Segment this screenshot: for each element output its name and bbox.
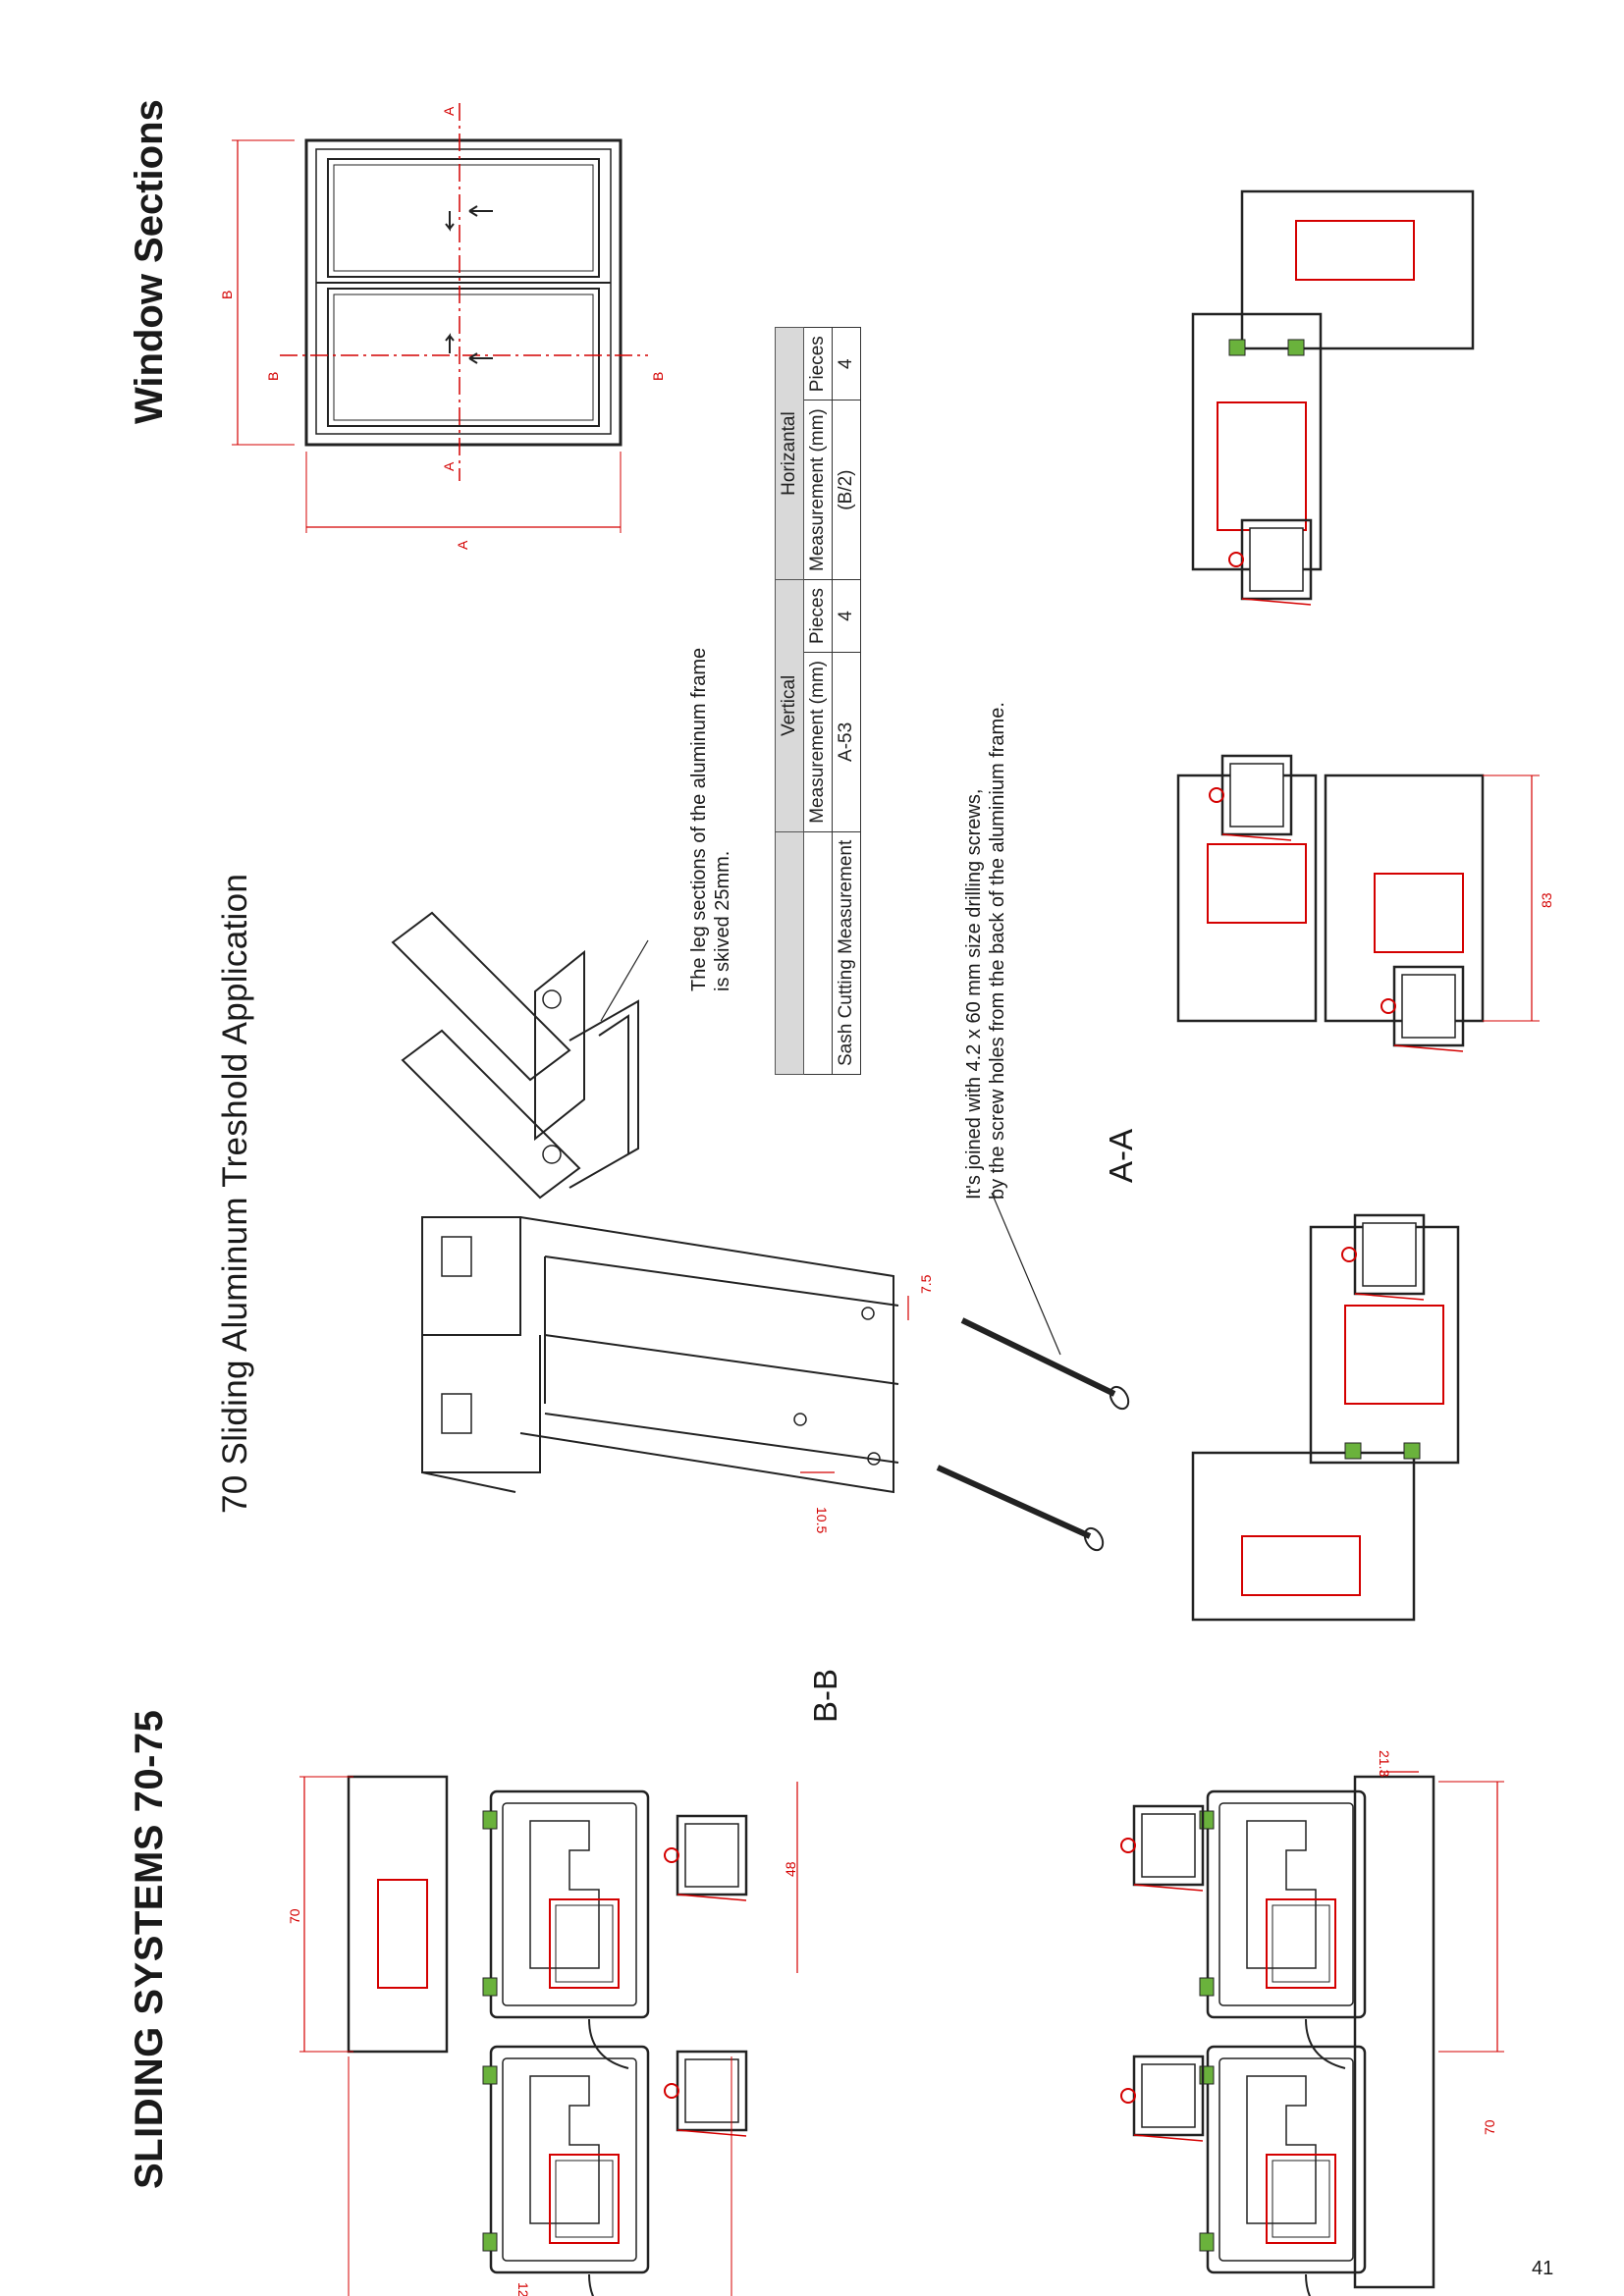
skived-leg-drawing <box>391 911 649 1200</box>
section-bb-left: 126 70 48 <box>287 1775 798 2296</box>
dim-7-5: 7.5 <box>918 1274 934 1294</box>
dim-10-5: 10.5 <box>814 1507 830 1533</box>
cut-a-top: A <box>441 106 457 116</box>
dim-48: 48 <box>783 1861 798 1877</box>
dim-83: 83 <box>1539 892 1554 908</box>
cut-b-left: B <box>265 372 281 381</box>
section-aa-bottom <box>1191 1213 1460 1622</box>
section-aa-top <box>1191 189 1475 607</box>
page-number: 41 <box>1532 2258 1554 2279</box>
cut-b-right: B <box>650 372 666 381</box>
dim-70-left: 70 <box>287 1908 302 1924</box>
drilling-screws <box>936 1192 1130 1552</box>
dim-21-3: 21.3 <box>1377 1750 1392 1777</box>
dim-a-label: A <box>455 540 470 550</box>
threshold-drawing: 7.5 10.5 <box>421 1216 934 1533</box>
section-bb-right: 21.3 70 <box>1119 1750 1504 2296</box>
dim-126: 126 <box>515 2282 531 2296</box>
cut-a-bottom: A <box>441 461 457 471</box>
dim-b-label: B <box>219 291 235 299</box>
dim-70-right: 70 <box>1482 2119 1497 2135</box>
window-elevation: B A A A B B <box>219 103 666 550</box>
section-aa-middle: 83 <box>1176 754 1554 1053</box>
